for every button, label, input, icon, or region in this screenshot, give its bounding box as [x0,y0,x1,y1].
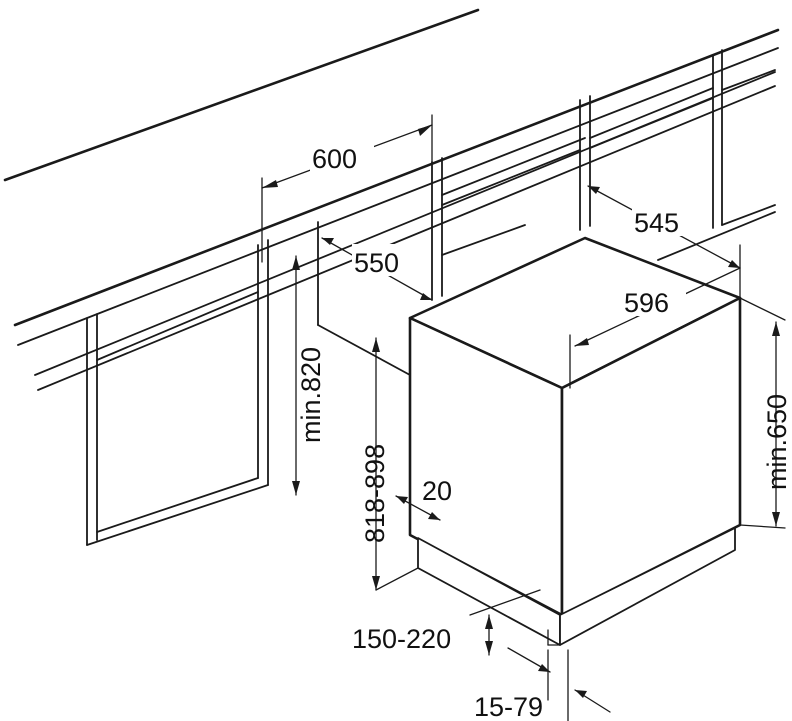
dimension-labels: 600 550 min.820 545 596 min.650 818-898 … [296,140,792,721]
appliance-depth-label: 545 [634,208,679,238]
left-cabinet [86,239,269,546]
right-cabinets [441,49,776,261]
adjustable-height-label: 818-898 [360,444,390,543]
appliance-width-label: 596 [624,288,669,318]
dimension-arrows [262,125,780,698]
niche-height-label: min.820 [296,347,326,443]
appliance [408,236,742,646]
worktop [3,8,780,346]
offset-label: 20 [422,476,452,506]
niche [317,157,443,376]
appliance-height-label: min.650 [762,394,792,490]
niche-width-label: 600 [312,144,357,174]
niche-depth-label: 550 [354,248,399,278]
plinth-height-label: 150-220 [352,624,451,654]
plinth-depth-label: 15-79 [474,692,543,721]
